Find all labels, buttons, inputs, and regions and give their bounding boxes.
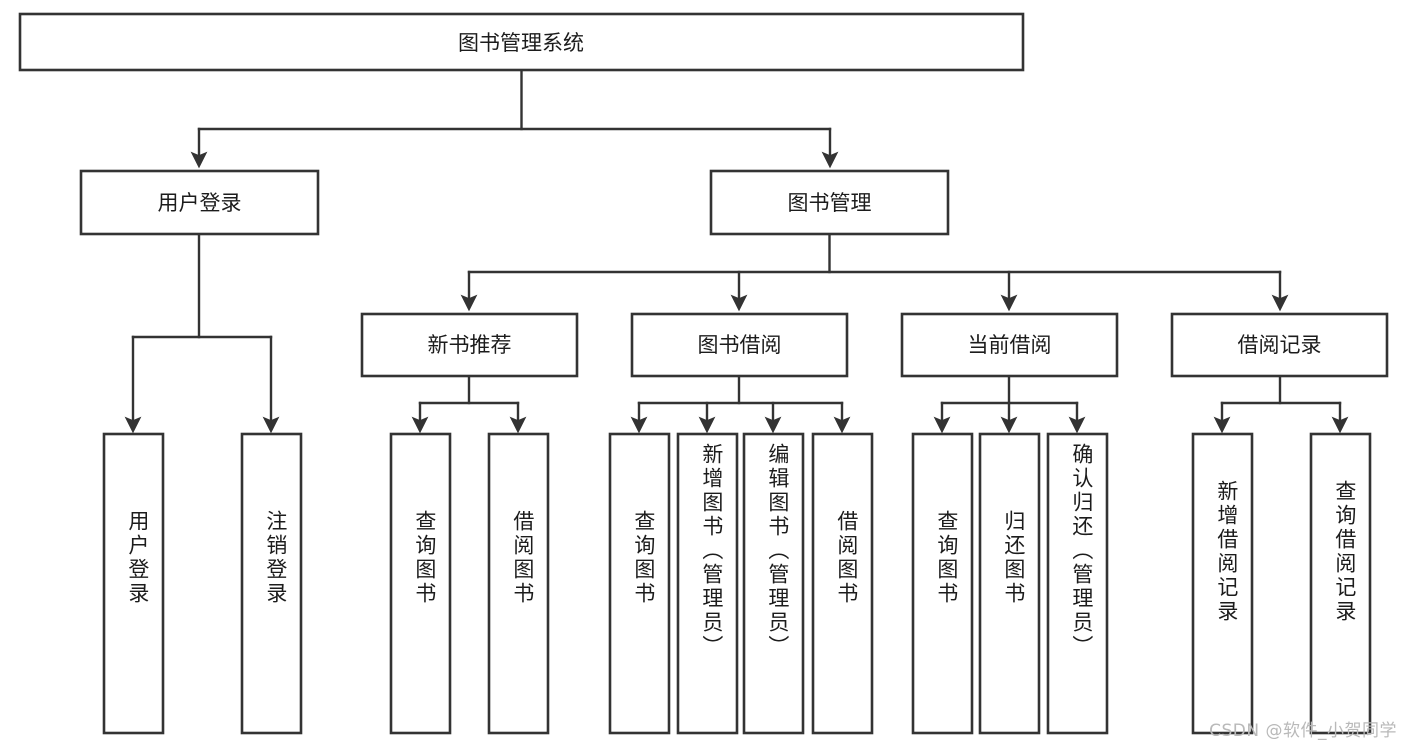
connector-currentborrow-to-leaves [933,375,1086,434]
node-leaf-query-book-3[interactable] [911,432,974,735]
node-leaf-confirm-return[interactable] [1046,432,1109,735]
node-book-management-label: 图书管理 [788,191,872,215]
node-leaf-logout-login[interactable] [240,432,303,735]
node-book-management[interactable]: 图书管理 [709,169,950,236]
node-book-borrow-label: 图书借阅 [698,333,782,357]
node-root-label: 图书管理系统 [458,31,584,55]
node-leaf-return-book[interactable] [978,432,1041,735]
node-leaf-borrow-book-1[interactable] [487,432,550,735]
node-leaf-user-login[interactable] [102,432,165,735]
node-leaf-query-book-2[interactable] [608,432,671,735]
node-current-borrow-label: 当前借阅 [968,333,1052,357]
connector-bookborrow-to-leaves [630,375,851,434]
node-borrow-record[interactable]: 借阅记录 [1170,312,1389,378]
connector-bookmgmt-to-level3 [460,233,1289,312]
node-leaf-query-record[interactable] [1309,432,1372,735]
node-user-login-label: 用户登录 [158,191,242,215]
connector-userlogin-to-leaves [124,233,280,434]
node-borrow-record-label: 借阅记录 [1238,333,1322,357]
node-new-book-recommend[interactable]: 新书推荐 [360,312,579,378]
node-leaf-query-book-1[interactable] [389,432,452,735]
node-leaf-borrow-book-2[interactable] [811,432,874,735]
connector-root-to-level2 [190,68,839,169]
watermark-text: CSDN @软件_小贺同学 [1209,721,1397,741]
node-current-borrow[interactable]: 当前借阅 [900,312,1119,378]
connector-newbook-to-leaves [411,375,527,434]
node-new-book-recommend-label: 新书推荐 [428,333,512,357]
connector-borrowrecord-to-leaves [1213,375,1349,434]
node-root[interactable]: 图书管理系统 [18,12,1025,72]
leaf-boxes [102,432,1372,735]
node-user-login[interactable]: 用户登录 [79,169,320,236]
node-leaf-add-record[interactable] [1191,432,1254,735]
node-book-borrow[interactable]: 图书借阅 [630,312,849,378]
node-leaf-add-book[interactable] [676,432,739,735]
node-leaf-edit-book[interactable] [742,432,805,735]
